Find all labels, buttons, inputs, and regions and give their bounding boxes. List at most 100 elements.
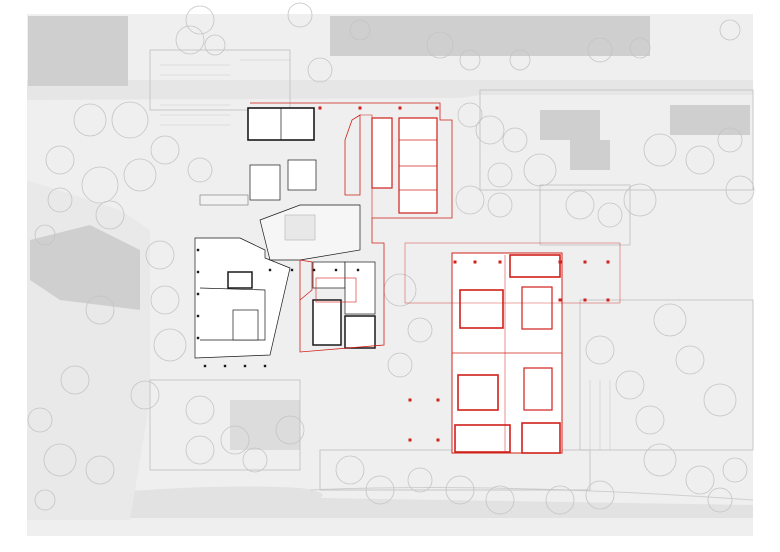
bottom-road xyxy=(27,486,753,518)
existing-buildings xyxy=(28,16,750,450)
west-wing-existing xyxy=(194,237,291,359)
tree-canopy xyxy=(204,34,226,56)
top-road xyxy=(27,80,753,100)
tree-canopy xyxy=(643,443,677,477)
tree-canopy xyxy=(153,328,187,362)
tree-canopy xyxy=(426,31,454,59)
existing-building-south xyxy=(230,400,300,450)
tree-canopy xyxy=(95,200,125,230)
tree-canopy xyxy=(475,115,505,145)
tree-canopies xyxy=(27,2,755,515)
tree-canopy xyxy=(287,2,313,28)
tree-canopy xyxy=(523,153,557,187)
structural-column xyxy=(290,268,294,272)
tree-canopy xyxy=(34,224,56,246)
tree-canopy xyxy=(445,475,475,505)
tree-canopy xyxy=(150,135,180,165)
existing-building-north xyxy=(330,16,650,56)
tree-canopy xyxy=(387,352,413,378)
tree-canopy xyxy=(685,465,715,495)
tree-canopy xyxy=(85,455,115,485)
new-column xyxy=(583,298,587,302)
new-hall-2 xyxy=(457,374,499,411)
tree-canopy xyxy=(635,405,665,435)
tree-canopy xyxy=(675,345,705,375)
tree-canopy xyxy=(220,425,250,455)
road-edge xyxy=(309,487,754,501)
tree-canopy xyxy=(457,102,483,128)
tree-canopy xyxy=(725,175,755,205)
new-column xyxy=(606,260,610,264)
new-column xyxy=(358,106,362,110)
tree-canopy xyxy=(242,447,268,473)
tree-canopy xyxy=(502,127,528,153)
tree-canopy xyxy=(187,157,213,183)
tree-canopy xyxy=(509,49,531,71)
new-column xyxy=(318,106,322,110)
tree-canopy xyxy=(185,5,215,35)
tree-canopy xyxy=(73,103,107,137)
structural-column xyxy=(243,364,247,368)
tree-canopy xyxy=(719,19,741,41)
structural-column xyxy=(263,364,267,368)
new-column xyxy=(398,106,402,110)
new-column xyxy=(558,260,562,264)
structural-column xyxy=(356,268,360,272)
tree-canopy xyxy=(34,489,56,511)
tree-canopy xyxy=(459,49,481,71)
tree-canopy xyxy=(545,485,575,515)
new-column xyxy=(583,260,587,264)
tree-canopy xyxy=(349,19,371,41)
new-column xyxy=(436,398,440,402)
new-column xyxy=(498,260,502,264)
tree-canopy xyxy=(685,145,715,175)
existing-columns xyxy=(196,248,360,368)
tree-canopy xyxy=(643,133,677,167)
tree-canopy xyxy=(585,335,615,365)
tree-canopy xyxy=(130,380,160,410)
new-hall-1 xyxy=(459,289,504,329)
tree-canopy xyxy=(485,485,515,515)
new-column xyxy=(408,398,412,402)
tree-canopy xyxy=(123,158,157,192)
tree-canopy xyxy=(81,166,119,204)
tree-canopy xyxy=(703,383,737,417)
structural-column xyxy=(223,364,227,368)
new-column xyxy=(473,260,477,264)
tree-canopy xyxy=(365,475,395,505)
new-column xyxy=(408,438,412,442)
tree-canopy xyxy=(585,480,615,510)
tree-canopy xyxy=(275,415,305,445)
tree-canopy xyxy=(455,185,485,215)
tree-canopy xyxy=(175,25,205,55)
structural-column xyxy=(268,268,272,272)
structural-column xyxy=(196,292,200,296)
structural-column xyxy=(334,268,338,272)
tree-canopy xyxy=(487,162,513,188)
tree-canopy xyxy=(45,145,75,175)
structural-column xyxy=(312,268,316,272)
new-column xyxy=(453,260,457,264)
new-core-rooms xyxy=(371,117,393,189)
tree-canopy xyxy=(722,457,748,483)
structural-column xyxy=(196,248,200,252)
tree-canopy xyxy=(47,187,73,213)
new-column xyxy=(606,298,610,302)
tree-canopy xyxy=(487,192,513,218)
new-columns xyxy=(318,106,610,442)
new-column xyxy=(436,438,440,442)
tree-canopy xyxy=(43,443,77,477)
tree-canopy xyxy=(717,127,743,153)
west-wing-rooms xyxy=(199,287,266,341)
existing-building-ne-2 xyxy=(670,105,750,135)
tree-canopy xyxy=(150,285,180,315)
existing-building-ne-3 xyxy=(570,140,610,170)
structural-column xyxy=(203,364,207,368)
new-construction xyxy=(250,102,621,454)
tree-canopy xyxy=(85,295,115,325)
tree-canopy xyxy=(597,202,623,228)
tree-canopy xyxy=(629,37,651,59)
tree-canopy xyxy=(623,183,657,217)
